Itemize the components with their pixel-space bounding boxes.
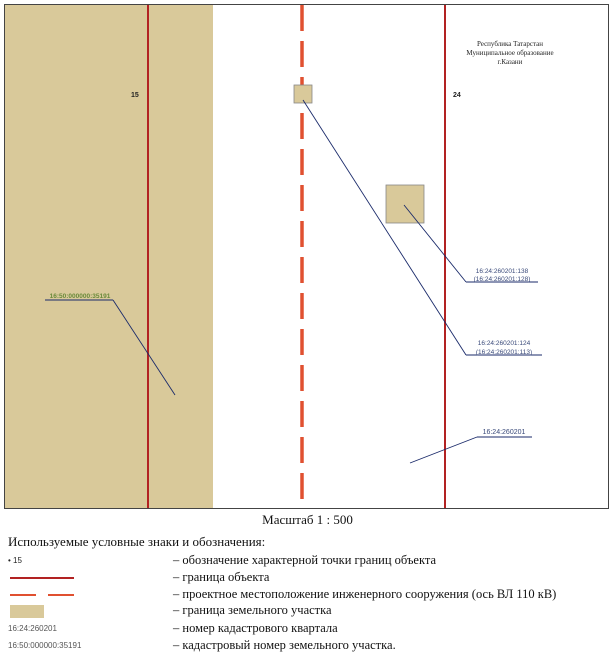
header-city: г.Казани <box>498 58 523 66</box>
legend-item-land-parcel: – граница земельного участка <box>8 603 608 619</box>
point-symbol: • 15 <box>8 556 22 565</box>
legend-item-quarter-number: 16:24:260201 – номер кадастрового кварта… <box>8 621 338 635</box>
parcel-label-138: 16:24:260201:138 <box>476 268 529 275</box>
leader-line-left-parcel-diag <box>112 299 176 396</box>
left-land-parcel <box>5 5 213 508</box>
parcel-label-124-old: (16:24:260201:113) <box>476 349 532 356</box>
quarter-number-symbol: 16:24:260201 <box>8 624 57 633</box>
legend-item-object-boundary: – граница объекта <box>8 570 608 586</box>
legend-item-parcel-number: 16:50:000000:35191 – кадастровый номер з… <box>8 638 396 652</box>
parcel-label-138-old: (16:24:260201:128) <box>474 276 531 283</box>
small-land-parcel <box>293 84 313 104</box>
leader-line-138 <box>403 204 467 283</box>
parcel-number-symbol: 16:50:000000:35191 <box>8 641 82 650</box>
point-label-15: 15 <box>131 92 139 99</box>
land-parcel-symbol <box>10 605 44 618</box>
land-parcel-138 <box>385 184 425 224</box>
legend-item-point: • 15 – обозначение характерной точки гра… <box>8 553 437 567</box>
legend-item-project-axis: – проектное местоположение инженерного с… <box>8 587 608 603</box>
quarter-label: 16:24:260201 <box>483 429 526 436</box>
map-scale: Масштаб 1 : 500 <box>262 512 353 527</box>
header-region: Республика Татарстан <box>477 40 543 48</box>
project-axis-symbol <box>10 594 74 596</box>
point-label-24: 24 <box>453 92 461 99</box>
object-boundary-symbol <box>10 577 74 579</box>
left-parcel-label: 16:50:000000:35191 <box>50 293 111 300</box>
leader-line-124 <box>302 99 467 356</box>
legend-heading: Используемые условные знаки и обозначени… <box>8 534 266 549</box>
header-municipality: Муниципальное образование <box>466 49 553 57</box>
parcel-label-124: 16:24:260201:124 <box>478 340 531 347</box>
leader-line-quarter <box>409 436 478 464</box>
cadastral-map: 15 24 Республика Татарстан Муниципальное… <box>4 4 609 509</box>
